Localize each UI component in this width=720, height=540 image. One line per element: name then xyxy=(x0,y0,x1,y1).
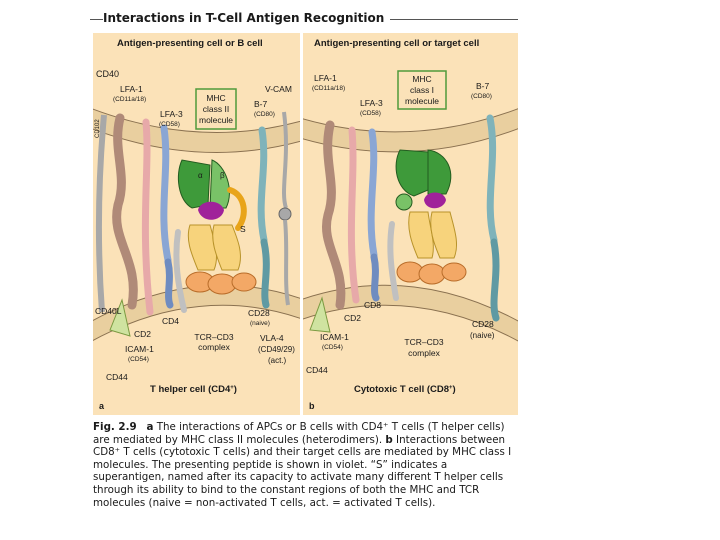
cd3-subunit xyxy=(231,272,257,292)
label-mhc-i-line1: MHC xyxy=(412,74,431,84)
cd2-molecule-b xyxy=(370,253,380,302)
label-lfa1-sub-b: (CD11a/18) xyxy=(312,85,345,92)
label-cd2-b: CD2 xyxy=(344,313,361,323)
label-lfa3: LFA-3 xyxy=(160,109,183,119)
label-cd40l: CD40L xyxy=(95,306,122,316)
cd28-molecule-b xyxy=(490,238,500,322)
label-vcam: V-CAM xyxy=(265,84,292,94)
label-icam1-b: ICAM-1 xyxy=(320,332,349,342)
lfa1-molecule-b xyxy=(322,120,346,310)
cd8-molecule xyxy=(387,221,399,301)
mhc-ii-beta xyxy=(209,159,230,209)
label-cd4: CD4 xyxy=(162,316,179,326)
vla4-molecule xyxy=(283,219,290,306)
label-b7: B-7 xyxy=(254,99,268,109)
figure-caption: Fig. 2.9 a The interactions of APCs or B… xyxy=(93,421,518,509)
label-cd28-b: CD28 xyxy=(472,319,494,329)
label-b7-b: B-7 xyxy=(476,81,490,91)
label-lfa1-b: LFA-1 xyxy=(314,73,337,83)
caption-b-text: Interactions between CD8⁺ T cells (cytot… xyxy=(93,433,512,509)
caption-b-label: b xyxy=(385,433,393,446)
figure-heading: Interactions in T-Cell Antigen Recogniti… xyxy=(103,11,391,25)
label-cd28: CD28 xyxy=(248,308,270,318)
label-tcr-line2-b: complex xyxy=(408,348,440,358)
label-lfa1: LFA-1 xyxy=(120,84,143,94)
panel-a-bottom-cell: T helper cell (CD4+) xyxy=(150,384,237,395)
label-tcr-line2: complex xyxy=(198,342,230,352)
lfa3-molecule-b xyxy=(367,128,378,259)
panel-a-letter: a xyxy=(99,401,105,411)
panel-b-top-cell: Antigen-presenting cell or target cell xyxy=(314,38,479,49)
label-cd44-b: CD44 xyxy=(306,365,328,375)
label-mhc-ii-line3: molecule xyxy=(199,115,233,125)
caption-figure-number: Fig. 2.9 xyxy=(93,421,137,433)
beta2-microglobulin xyxy=(395,193,413,211)
icam1-molecule xyxy=(141,118,154,316)
peptide-b xyxy=(424,192,446,209)
panel-a-tcell-membrane xyxy=(93,284,300,342)
mhc-i-alpha12 xyxy=(395,149,429,197)
vla4-head xyxy=(278,207,292,221)
peptide xyxy=(198,201,224,220)
label-icam1: ICAM-1 xyxy=(125,344,154,354)
cd40-molecule xyxy=(95,114,107,313)
mhc-i-alpha3 xyxy=(427,149,452,195)
label-mhc-d1: α xyxy=(198,171,203,180)
label-b7-sub: (CD80) xyxy=(254,111,275,118)
mhc-i-label-box xyxy=(397,70,447,110)
panel-b-bottom-cell: Cytotoxic T cell (CD8+) xyxy=(354,384,456,395)
tcr-alpha-chain-b xyxy=(408,211,434,259)
panel-a-top-cell: Antigen-presenting cell or B cell xyxy=(117,38,263,49)
cd3-subunit-b xyxy=(418,263,446,285)
label-cd8: CD8 xyxy=(364,300,381,310)
cd2-molecule xyxy=(164,258,174,309)
label-vla4-sub1: (CD49/29) xyxy=(258,345,295,354)
label-tcr-line1: TCR–CD3 xyxy=(194,332,233,342)
b7-molecule xyxy=(257,126,268,244)
label-lfa3-sub: (CD58) xyxy=(159,121,180,128)
label-lfa1-sub: (CD11a/18) xyxy=(113,96,146,103)
label-b7-sub-b: (CD80) xyxy=(471,93,492,100)
label-vla4-sub2: (act.) xyxy=(268,356,287,365)
tcr-beta-chain xyxy=(212,224,241,271)
label-cd40: CD40 xyxy=(96,69,119,79)
label-lfa3-b: LFA-3 xyxy=(360,98,383,108)
label-cd28-sub: (naive) xyxy=(250,320,270,327)
superantigen xyxy=(227,187,247,231)
b7-molecule-b xyxy=(486,114,498,244)
mhc-ii-label-box xyxy=(195,88,237,130)
label-cd28-sub-b: (naive) xyxy=(470,331,495,340)
label-mhc-i-line3: molecule xyxy=(405,96,439,106)
label-mhc-ii-line2: class II xyxy=(203,104,229,114)
vcam-molecule xyxy=(282,111,288,209)
caption-a-label: a xyxy=(146,421,154,433)
label-superantigen: S xyxy=(240,224,246,234)
panel-b-letter: b xyxy=(309,401,315,411)
cd44-molecule-b xyxy=(309,296,331,333)
panel-a-diagram xyxy=(93,108,300,342)
label-mhc-i-line2: class I xyxy=(410,85,434,95)
label-icam1-sub-b: (CD54) xyxy=(322,344,343,351)
label-lfa3-sub-b: (CD58) xyxy=(360,110,381,117)
label-mhc-ii-line1: MHC xyxy=(206,93,225,103)
label-vla4: VLA-4 xyxy=(260,333,284,343)
tcr-beta-chain-b xyxy=(430,211,457,259)
panel-b-diagram xyxy=(303,108,518,342)
label-cd44: CD44 xyxy=(106,372,128,382)
label-tcr-line1-b: TCR–CD3 xyxy=(404,337,443,347)
lfa1-molecule xyxy=(112,113,138,310)
cd3-subunit-b xyxy=(441,262,467,282)
cd4-molecule xyxy=(173,229,187,313)
cd44-molecule xyxy=(109,298,131,337)
icam1-molecule-b xyxy=(347,126,360,304)
lfa3-molecule xyxy=(160,124,172,264)
label-icam1-sub: (CD54) xyxy=(128,356,149,363)
caption-a-text: The interactions of APCs or B cells with… xyxy=(93,421,505,446)
label-cd2: CD2 xyxy=(134,329,151,339)
label-side: CD102 xyxy=(95,119,101,138)
cd28-molecule xyxy=(260,238,270,309)
label-mhc-d2: β xyxy=(220,171,225,180)
